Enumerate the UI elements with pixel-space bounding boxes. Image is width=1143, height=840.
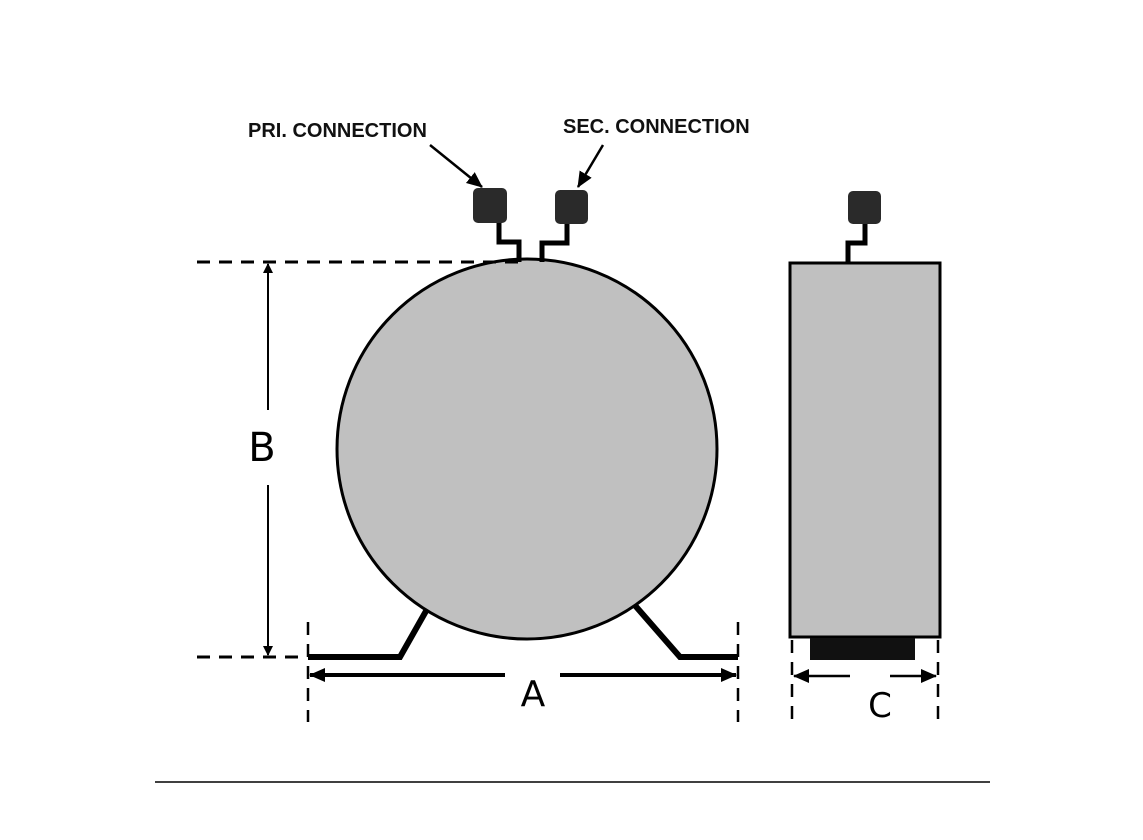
primary-pointer-arrow [429, 144, 483, 188]
primary-terminal [473, 188, 507, 223]
secondary-lead [539, 223, 570, 262]
side-view [788, 191, 942, 660]
dimension-a: A [306, 622, 740, 722]
side-body [788, 261, 942, 639]
side-terminal [848, 191, 881, 224]
left-leg [308, 602, 433, 660]
right-leg [629, 600, 738, 660]
dimension-c-label: C [868, 686, 892, 726]
dimension-c: C [790, 640, 940, 726]
secondary-connection-label: SEC. CONNECTION [563, 116, 750, 138]
primary-lead [496, 222, 522, 262]
side-lead [845, 223, 868, 263]
primary-connection-label: PRI. CONNECTION [248, 120, 427, 142]
front-view [308, 188, 738, 660]
dimension-b-label: B [248, 425, 275, 471]
transformer-core-circle [335, 257, 719, 641]
base-pad [810, 638, 915, 660]
secondary-pointer-arrow [576, 144, 605, 188]
secondary-terminal [555, 190, 588, 224]
dimension-b: B [197, 260, 520, 659]
dimension-a-label: A [521, 674, 546, 715]
